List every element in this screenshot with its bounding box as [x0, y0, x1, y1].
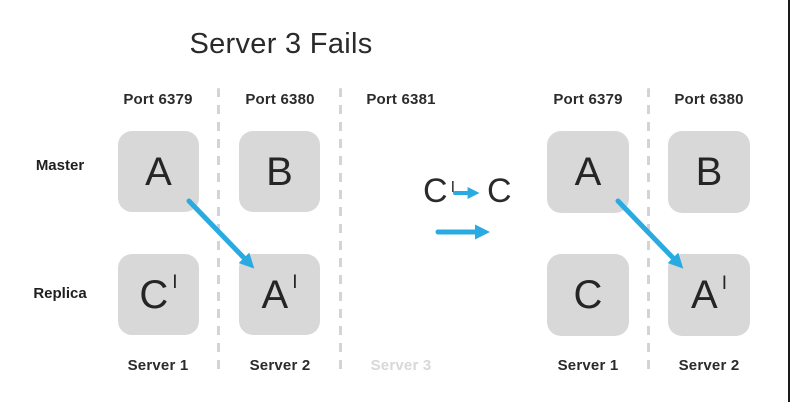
note-letter: C: [487, 172, 512, 210]
replica-row-label: Replica: [33, 285, 87, 302]
node-box-replica-a: A I: [668, 254, 750, 336]
server-label-after-1: Server 1: [557, 357, 619, 374]
node-box-replica-c: C I: [118, 254, 199, 335]
node-letter: C: [139, 272, 169, 317]
frame-right-border: [788, 0, 790, 402]
port-label-after-1: Port 6379: [553, 91, 623, 108]
port-label-before-1: Port 6379: [123, 91, 193, 108]
promotion-note-to: C: [487, 174, 512, 208]
node-letter: A: [574, 150, 602, 194]
node-letter: A: [261, 272, 289, 317]
node-box-master-a: A: [547, 131, 629, 213]
node-box-master-a: A: [118, 131, 199, 212]
node-box-replica-c-promoted: C: [547, 254, 629, 336]
column-divider: [647, 88, 650, 375]
node-letter: B: [266, 149, 293, 194]
note-letter: C: [423, 172, 448, 210]
node-letter: A: [691, 273, 718, 317]
server-label-after-2: Server 2: [678, 357, 740, 374]
prime-mark: I: [172, 272, 178, 293]
node-letter: B: [695, 150, 723, 194]
node-letter: C: [573, 273, 603, 317]
server-label-before-2: Server 2: [249, 357, 311, 374]
node-box-master-b: B: [668, 131, 750, 213]
port-label-before-2: Port 6380: [245, 91, 315, 108]
port-label-before-3: Port 6381: [366, 91, 436, 108]
column-divider: [339, 88, 342, 375]
node-box-replica-a: A I: [239, 254, 320, 335]
node-letter: A: [145, 149, 172, 194]
column-divider: [217, 88, 220, 375]
server-label-before-1: Server 1: [127, 357, 189, 374]
prime-mark: I: [721, 272, 727, 294]
node-box-master-b: B: [239, 131, 320, 212]
diagram-title: Server 3 Fails: [189, 28, 373, 60]
port-label-after-2: Port 6380: [674, 91, 744, 108]
prime-mark: I: [292, 272, 298, 293]
server-label-before-3-failed: Server 3: [370, 357, 432, 374]
master-row-label: Master: [35, 157, 85, 174]
prime-mark: I: [450, 179, 456, 196]
